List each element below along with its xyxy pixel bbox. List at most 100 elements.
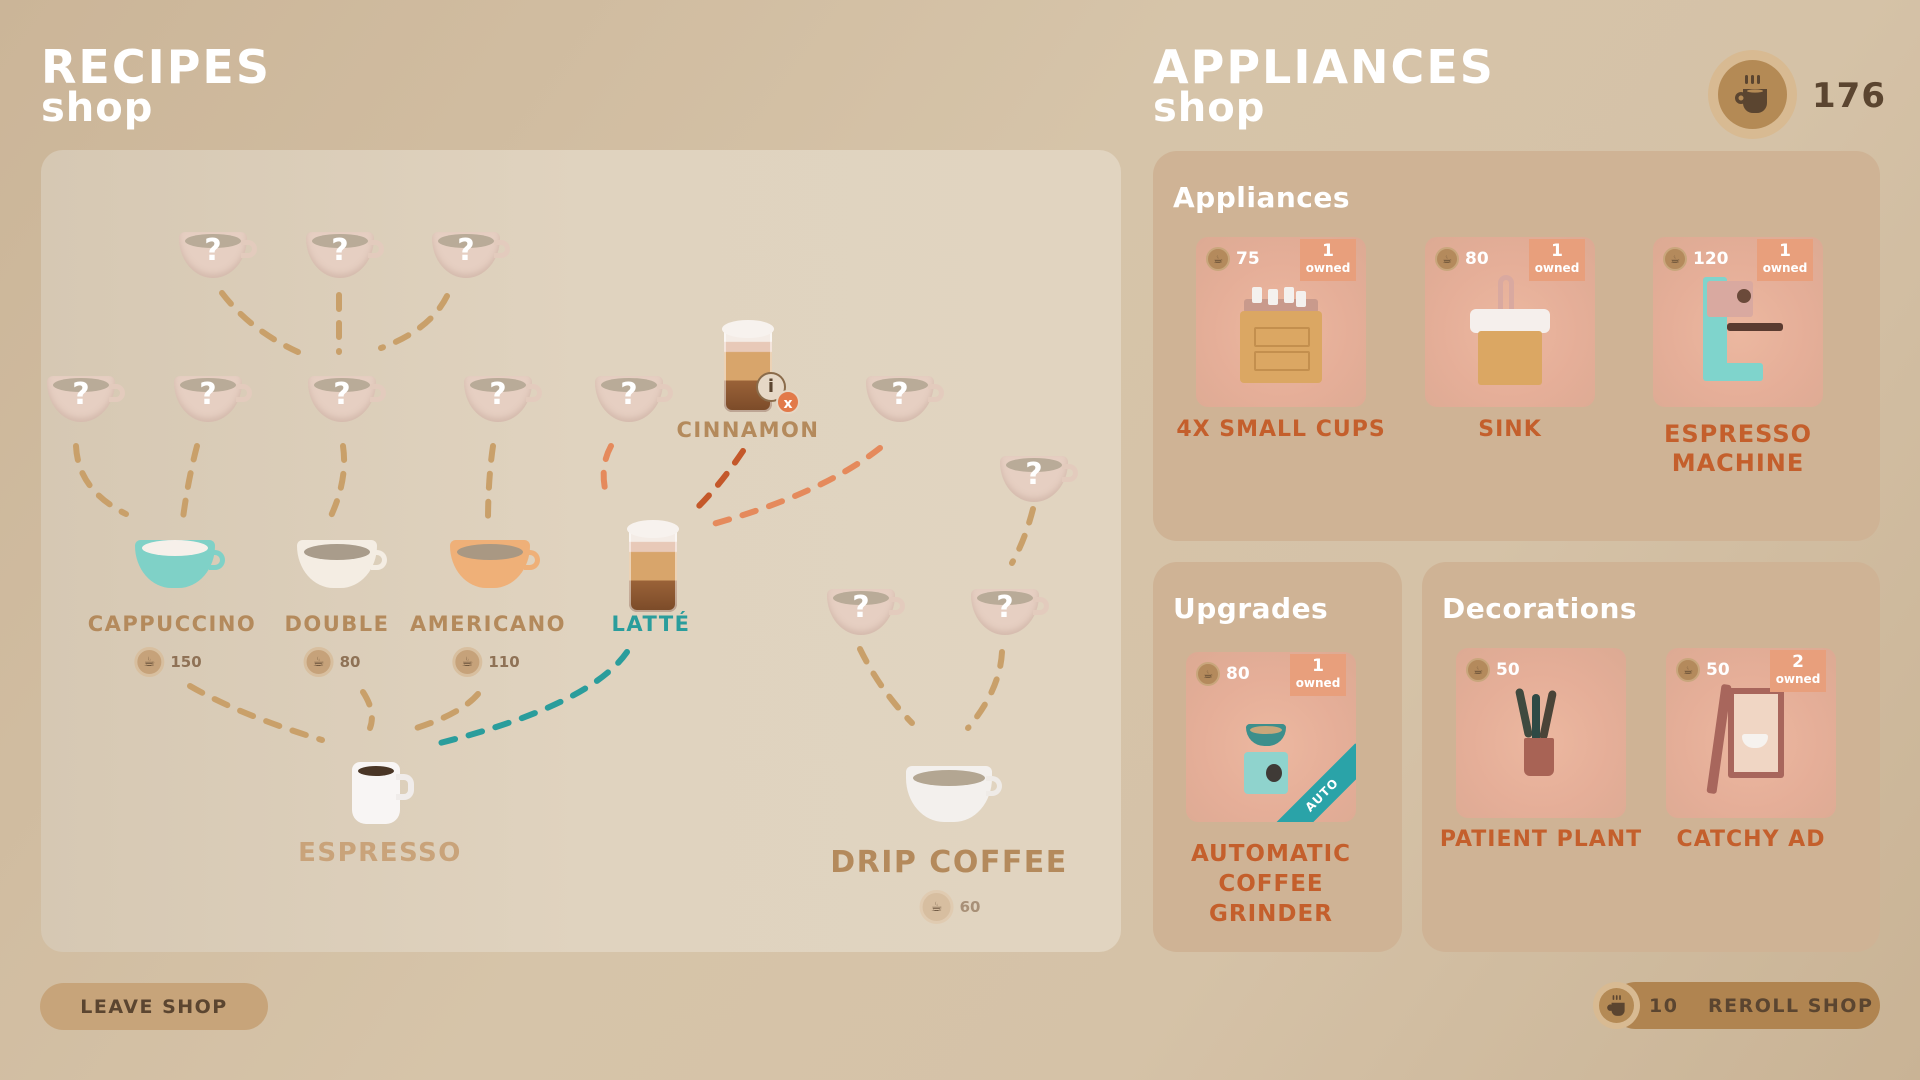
card-price: ☕75 <box>1206 247 1260 271</box>
potted-plant-icon <box>1514 687 1564 778</box>
sink-icon <box>1470 275 1550 385</box>
coffee-cup-icon <box>1734 74 1767 113</box>
reroll-shop-label: REROLL SHOP <box>1708 994 1874 1017</box>
recipe-label-double: DOUBLE <box>284 612 390 636</box>
sandwich-board-sign-icon <box>1706 683 1794 795</box>
card-price: ☕50 <box>1466 658 1520 682</box>
coffee-cup-icon <box>1606 994 1625 1016</box>
unknown-recipe-node[interactable]: ? <box>996 450 1080 506</box>
unknown-recipe-node[interactable]: ? <box>862 370 946 426</box>
coffee-coin-icon <box>1593 982 1640 1029</box>
unknown-recipe-node[interactable]: ? <box>304 370 388 426</box>
card-price: ☕120 <box>1663 247 1729 271</box>
recipe-label-americano: AMERICANO <box>409 612 567 636</box>
close-icon[interactable]: x <box>776 390 800 414</box>
question-mark-icon: ? <box>996 590 1014 625</box>
card-price: ☕80 <box>1196 662 1250 686</box>
reroll-cost: 10 <box>1649 994 1679 1017</box>
appliances-shop-title: APPLIANCES shop <box>1153 44 1495 128</box>
unknown-recipe-node[interactable]: ? <box>302 226 386 282</box>
item-name-patient-plant: PATIENT PLANT <box>1439 827 1643 852</box>
coffee-coin-icon: ☕ <box>134 647 165 677</box>
question-mark-icon: ? <box>457 233 475 268</box>
espresso-machine-icon <box>1693 277 1793 387</box>
upgrades-panel: Upgrades <box>1153 562 1402 952</box>
card-price: ☕80 <box>1435 247 1489 271</box>
recipe-node-americano[interactable] <box>450 540 545 592</box>
card-price: ☕50 <box>1676 658 1730 682</box>
item-name-espresso-machine: ESPRESSO MACHINE <box>1663 420 1813 477</box>
appliances-title: APPLIANCES <box>1153 40 1495 94</box>
wallet-coin-icon <box>1708 50 1797 139</box>
appliances-section-title: Appliances <box>1173 181 1351 214</box>
recipe-node-cinnamon[interactable]: i x <box>722 320 800 428</box>
reroll-shop-button[interactable]: 10 REROLL SHOP <box>1593 982 1880 1029</box>
recipe-price-drip-coffee: ☕ 60 <box>919 890 980 924</box>
question-mark-icon: ? <box>204 233 222 268</box>
recipe-node-double[interactable] <box>297 540 392 592</box>
coffee-grinder-icon <box>1244 724 1304 794</box>
recipe-label-cappuccino: CAPPUCCINO <box>87 612 257 636</box>
recipe-price-americano: ☕ 110 <box>452 647 520 677</box>
unknown-recipe-node[interactable]: ? <box>823 583 907 639</box>
coffee-coin-icon: ☕ <box>919 890 954 924</box>
coffee-coin-icon: ☕ <box>1206 247 1230 271</box>
unknown-recipe-node[interactable]: ? <box>591 370 675 426</box>
espresso-mug-icon <box>352 762 400 824</box>
coffee-coin-icon: ☕ <box>303 647 334 677</box>
coffee-coin-icon: ☕ <box>1435 247 1459 271</box>
unknown-recipe-node[interactable]: ? <box>428 226 512 282</box>
recipe-price-double: ☕ 80 <box>303 647 360 677</box>
recipe-label-latte: LATTÉ <box>611 612 691 636</box>
recipes-title: RECIPES <box>41 40 271 94</box>
info-icon[interactable]: i <box>756 372 786 402</box>
recipe-node-drip-coffee[interactable] <box>906 766 1006 826</box>
item-name-small-cups: 4X SMALL CUPS <box>1176 417 1386 442</box>
item-name-automatic-coffee-grinder: AUTOMATIC COFFEE GRINDER <box>1190 841 1352 927</box>
question-mark-icon: ? <box>333 377 351 412</box>
appliances-subtitle: shop <box>1153 85 1266 131</box>
question-mark-icon: ? <box>489 377 507 412</box>
recipe-node-cappuccino[interactable] <box>135 540 230 592</box>
recipe-price-cappuccino: ☕ 150 <box>134 647 202 677</box>
shop-card-patient-plant[interactable]: ☕50 <box>1456 648 1626 818</box>
question-mark-icon: ? <box>1025 457 1043 492</box>
item-name-sink: SINK <box>1478 417 1542 442</box>
upgrades-section-title: Upgrades <box>1173 592 1329 625</box>
coffee-coin-icon: ☕ <box>1196 662 1220 686</box>
item-name-catchy-ad: CATCHY AD <box>1676 827 1826 852</box>
recipe-label-espresso: ESPRESSO <box>298 838 462 868</box>
recipes-subtitle: shop <box>41 85 154 131</box>
unknown-recipe-node[interactable]: ? <box>967 583 1051 639</box>
latte-glass-icon <box>627 520 679 612</box>
leave-shop-button[interactable]: LEAVE SHOP <box>40 983 268 1030</box>
unknown-recipe-node[interactable]: ? <box>43 370 127 426</box>
question-mark-icon: ? <box>331 233 349 268</box>
recipe-label-drip-coffee: DRIP COFFEE <box>830 845 1068 880</box>
coffee-coin-icon: ☕ <box>1663 247 1687 271</box>
coffee-coin-icon: ☕ <box>1466 658 1490 682</box>
recipe-node-latte[interactable] <box>627 520 679 612</box>
wallet-amount: 176 <box>1812 76 1886 116</box>
unknown-recipe-node[interactable]: ? <box>170 370 254 426</box>
question-mark-icon: ? <box>852 590 870 625</box>
coffee-coin-icon: ☕ <box>452 647 483 677</box>
unknown-recipe-node[interactable]: ? <box>175 226 259 282</box>
recipe-node-espresso[interactable] <box>352 762 422 826</box>
unknown-recipe-node[interactable]: ? <box>460 370 544 426</box>
recipe-label-cinnamon: CINNAMON <box>676 418 820 442</box>
question-mark-icon: ? <box>199 377 217 412</box>
question-mark-icon: ? <box>72 377 90 412</box>
coffee-coin-icon: ☕ <box>1676 658 1700 682</box>
decorations-section-title: Decorations <box>1442 592 1638 625</box>
